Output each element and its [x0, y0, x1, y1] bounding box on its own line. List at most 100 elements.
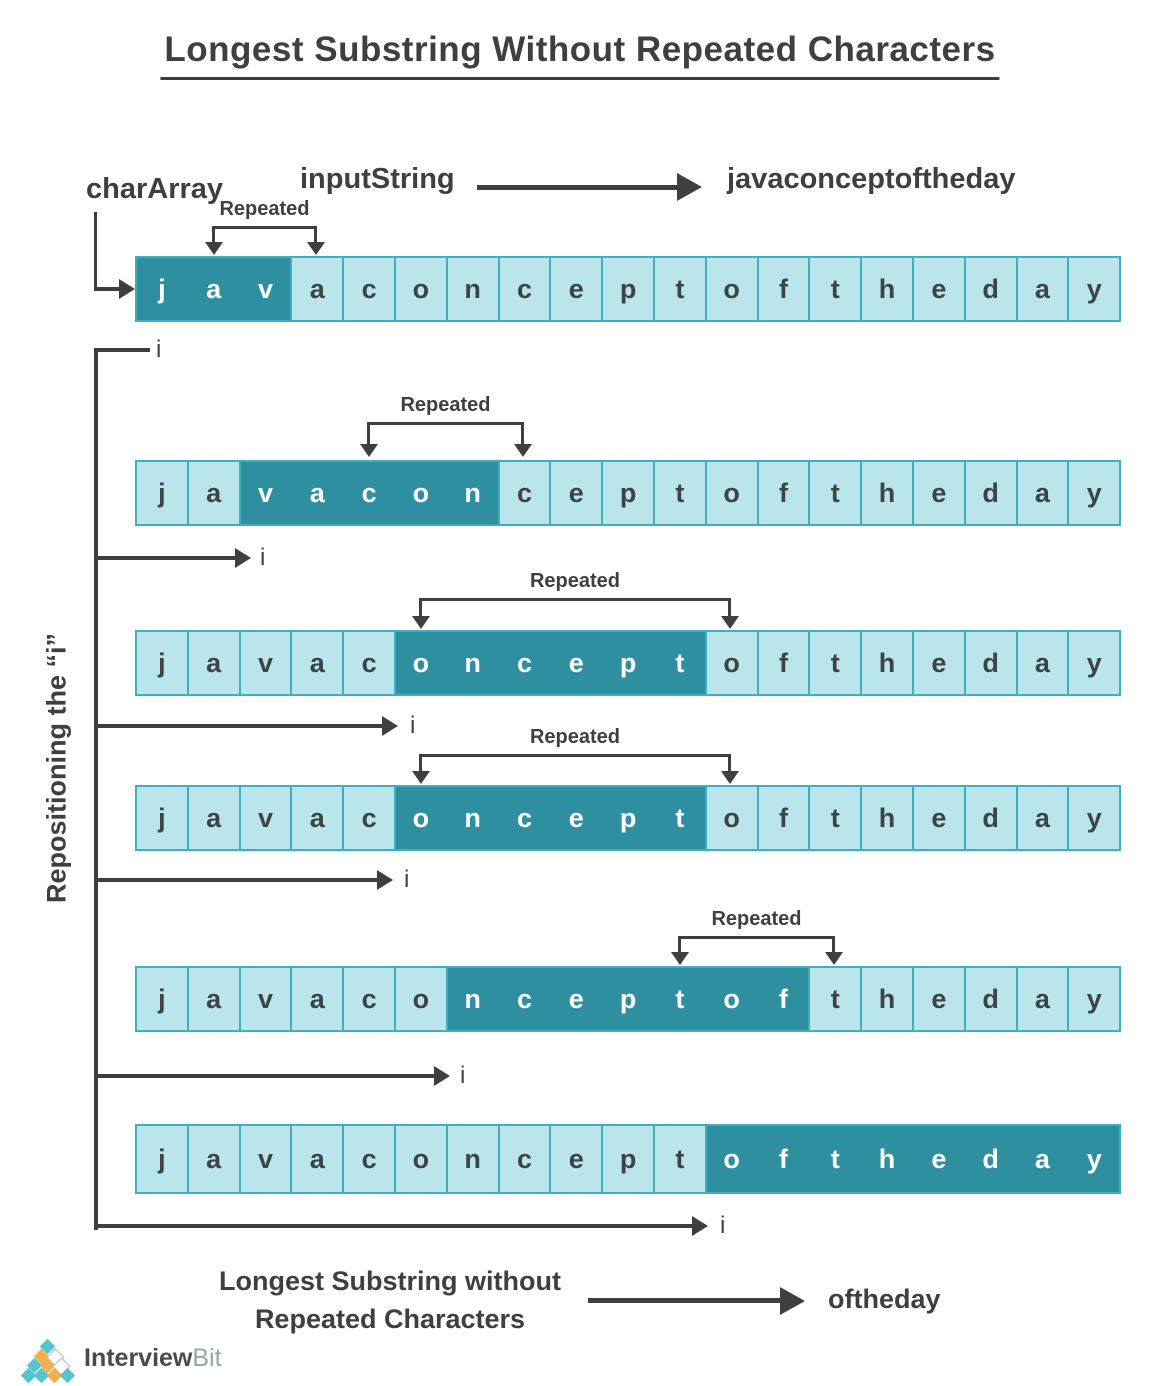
char-array-connector-line	[94, 212, 97, 290]
char-cell: c	[344, 462, 396, 524]
char-cell: o	[706, 1126, 759, 1192]
char-cell: d	[965, 258, 1018, 320]
char-cell: a	[292, 258, 345, 320]
char-cell: f	[758, 1126, 811, 1192]
repeated-label: Repeated	[400, 394, 491, 416]
pointer-line	[95, 724, 382, 728]
down-arrow-icon	[204, 242, 223, 255]
interviewbit-wordmark: InterviewBit	[84, 1344, 222, 1373]
char-cell: t	[810, 258, 863, 320]
char-cell: c	[499, 462, 552, 524]
pointer-line	[95, 556, 235, 560]
pointer-line	[95, 1074, 434, 1078]
repeated-label: Repeated	[529, 726, 621, 748]
char-cell: v	[240, 787, 293, 849]
char-cell: n	[447, 1126, 500, 1192]
char-cell: j	[137, 787, 189, 849]
char-cell: c	[499, 258, 552, 320]
pointer-i-label: i	[460, 1062, 466, 1089]
char-cell: c	[344, 258, 396, 320]
char-cell: n	[447, 968, 500, 1030]
char-cell: j	[137, 1126, 189, 1192]
char-cell: a	[1017, 787, 1070, 849]
bracket-line	[419, 598, 731, 601]
char-cell: h	[862, 1126, 914, 1192]
input-arrow-line	[477, 185, 677, 190]
char-cell: c	[344, 1126, 396, 1192]
char-array-label: charArray	[86, 173, 224, 205]
char-cell: p	[603, 462, 655, 524]
char-cell: o	[706, 787, 759, 849]
char-cell: c	[344, 787, 396, 849]
char-cell: a	[1017, 1126, 1070, 1192]
char-cell: c	[499, 787, 552, 849]
char-cell: a	[188, 968, 241, 1030]
down-arrow-icon	[824, 952, 843, 965]
char-cell: j	[137, 258, 189, 320]
char-cell: o	[706, 632, 759, 694]
char-cell: h	[862, 968, 914, 1030]
bracket-line	[678, 936, 835, 939]
char-cell: c	[499, 1126, 552, 1192]
right-arrow-icon	[235, 548, 251, 568]
pointer-i-label: i	[720, 1212, 726, 1239]
char-cell: v	[240, 632, 293, 694]
side-label: Repositioning the “i”	[41, 633, 72, 903]
down-arrow-icon	[306, 242, 325, 255]
char-cell: e	[551, 462, 604, 524]
char-cell: e	[551, 258, 604, 320]
char-cell: v	[240, 1126, 293, 1192]
char-cell: a	[1017, 632, 1070, 694]
char-cell: t	[810, 462, 863, 524]
char-cell: v	[240, 968, 293, 1030]
char-cell: j	[137, 968, 189, 1030]
char-cell: a	[292, 632, 345, 694]
char-cell: o	[395, 632, 448, 694]
char-cell: n	[447, 258, 500, 320]
char-cell: a	[292, 968, 345, 1030]
char-cell: h	[862, 258, 914, 320]
char-cell: y	[1069, 632, 1120, 694]
char-cell: o	[706, 258, 759, 320]
char-cell: o	[395, 787, 448, 849]
char-cell: a	[292, 787, 345, 849]
result-arrow-head-icon	[780, 1287, 805, 1315]
char-cell: f	[758, 632, 811, 694]
char-cell: d	[965, 462, 1018, 524]
char-cell: a	[1017, 462, 1070, 524]
char-cell: p	[603, 632, 655, 694]
char-cell: a	[292, 462, 345, 524]
page-title: Longest Substring Without Repeated Chara…	[160, 30, 1000, 80]
char-cell: t	[654, 968, 707, 1030]
pointer-i-label: i	[260, 544, 266, 571]
char-cell: t	[810, 968, 863, 1030]
down-arrow-icon	[411, 771, 430, 784]
input-string-label: inputString	[300, 163, 455, 195]
char-cell: f	[758, 258, 811, 320]
char-cell: e	[913, 787, 966, 849]
char-cell: n	[447, 787, 500, 849]
char-cell: j	[137, 462, 189, 524]
char-cell: f	[758, 462, 811, 524]
char-cell: o	[706, 462, 759, 524]
char-cell: j	[137, 632, 189, 694]
char-cell: e	[551, 632, 604, 694]
char-cell: e	[551, 787, 604, 849]
char-cell: p	[603, 258, 655, 320]
pointer-i-label: i	[404, 866, 410, 893]
char-cell: f	[758, 787, 811, 849]
pointer-line	[95, 1224, 692, 1228]
char-cell: t	[654, 258, 707, 320]
char-cell: a	[188, 1126, 241, 1192]
char-cell: c	[344, 968, 396, 1030]
char-cell: o	[395, 968, 448, 1030]
result-arrow-line	[588, 1298, 780, 1303]
down-arrow-icon	[411, 616, 430, 629]
char-cell: a	[188, 258, 241, 320]
brand-light: Bit	[192, 1344, 222, 1372]
char-array-arrow-head-icon	[119, 279, 135, 299]
